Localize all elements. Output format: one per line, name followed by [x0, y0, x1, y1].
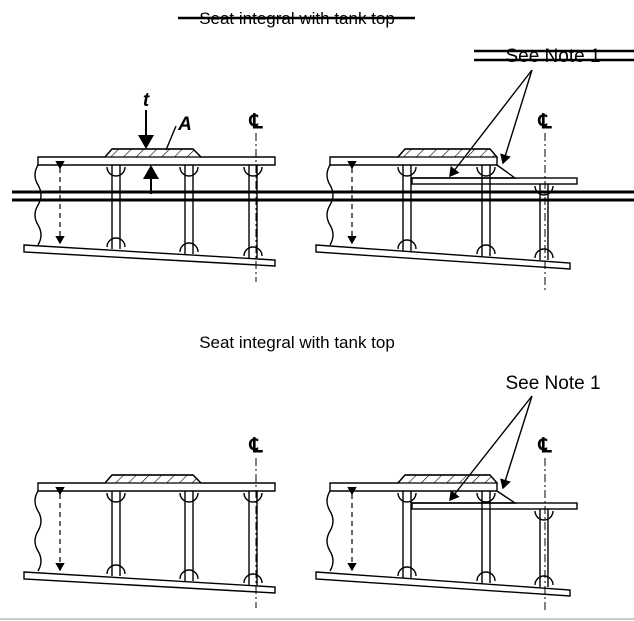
bottom-see-note-label: See Note 1 [505, 373, 600, 394]
centerline-symbol-bottom-left: ℄ [249, 435, 264, 457]
area-label: A [177, 114, 192, 135]
top-section: Seat integral with tank top See Note 1 [12, 9, 634, 290]
centerline-symbol-right: ℄ [538, 111, 553, 133]
bottom-section: Seat integral with tank top See Note 1 ℄ [23, 333, 601, 612]
bottom-right-drawing [315, 395, 578, 612]
top-right-drawing [315, 69, 578, 290]
bottom-title: Seat integral with tank top [199, 333, 395, 352]
centerline-symbol-bottom-right: ℄ [538, 435, 553, 457]
centerline-symbol: ℄ [249, 111, 264, 133]
bottom-left-drawing [23, 458, 276, 608]
top-see-note-label: See Note 1 [505, 46, 600, 67]
thickness-label: t [143, 90, 150, 111]
top-left-drawing [23, 110, 276, 282]
